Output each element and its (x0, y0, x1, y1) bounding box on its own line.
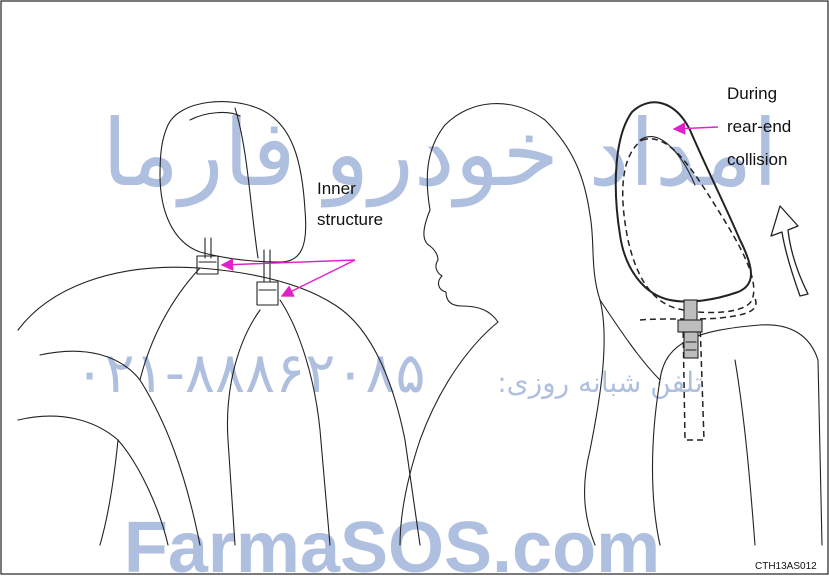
figure-code: CTH13AS012 (755, 561, 817, 572)
collision-label-line3: collision (727, 150, 787, 169)
callout-arrow-rear (282, 260, 355, 296)
left-guide-front (197, 256, 218, 274)
left-guide-rear (257, 282, 278, 305)
right-headrest-stay (684, 300, 697, 322)
collision-label-line1: During (727, 84, 777, 103)
rotation-arrow (771, 206, 808, 296)
watermark-site: FarmaSOS.com (124, 508, 660, 575)
left-seatback (18, 267, 420, 545)
watermark-phone: ۰۲۱-۸۸۸۶۲۰۸۵ (74, 341, 425, 406)
collision-label-line2: rear-end (727, 117, 791, 136)
inner-structure-label-line2: structure (317, 210, 383, 229)
watermark: امداد خودرو فارما تلفن شبانه روزی: ۰۲۱-۸… (74, 100, 778, 575)
inner-structure-label-line1: Inner (317, 179, 356, 198)
